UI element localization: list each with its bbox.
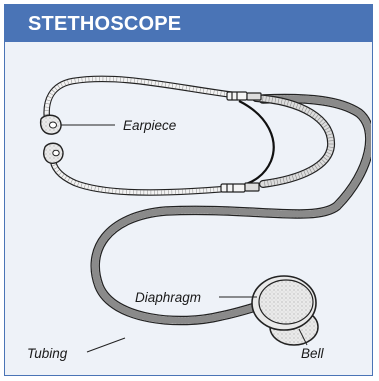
upper-earpiece-tip — [41, 115, 61, 134]
lower-ear-tube — [53, 153, 249, 193]
upper-connector — [227, 92, 261, 100]
bell-label: Bell — [301, 346, 325, 361]
headset-spring — [239, 101, 274, 186]
diaphragm — [252, 276, 316, 330]
tubing-label: Tubing — [27, 346, 68, 361]
stethoscope-illustration: Earpiece Diaphragm Tubing Bell — [5, 42, 371, 374]
earpiece-label: Earpiece — [123, 118, 176, 133]
tubing-leader-line — [87, 338, 125, 352]
panel-title: STETHOSCOPE — [28, 13, 181, 36]
lower-earpiece-tip — [44, 143, 63, 163]
lower-connector — [221, 183, 259, 192]
upper-ear-tube — [47, 79, 249, 119]
upper-branch-tube — [256, 98, 331, 184]
diaphragm-label: Diaphragm — [135, 290, 201, 305]
stethoscope-panel: STETHOSCOPE — [4, 4, 373, 376]
panel-header: STETHOSCOPE — [5, 5, 372, 42]
